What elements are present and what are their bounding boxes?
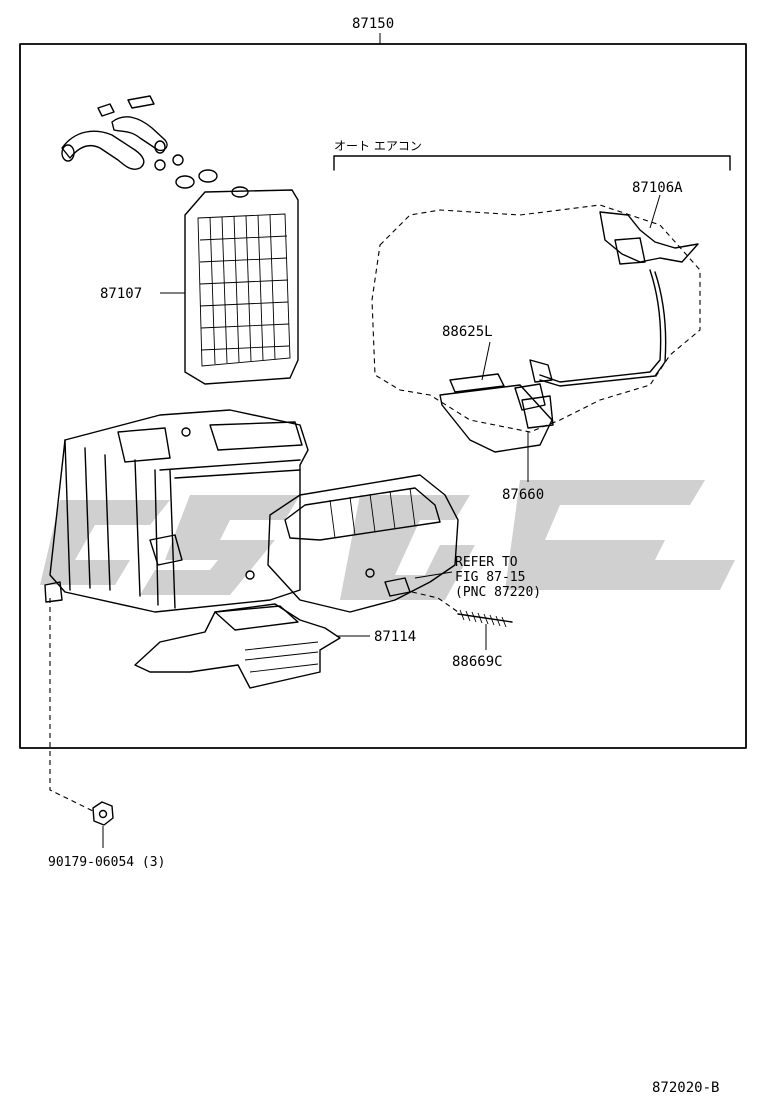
water-valve-part-number: 87660 (502, 487, 544, 503)
blower-housing (267, 474, 459, 613)
wire-harness (529, 211, 699, 387)
auto-ac-bracket (333, 155, 731, 171)
heater-core (184, 186, 299, 385)
nut-leader (49, 598, 96, 813)
wire-harness-leader (649, 194, 661, 229)
assembly-part-number: 87150 (352, 16, 394, 32)
heater-hose-group (61, 95, 218, 189)
refer-note-line2: FIG 87-15 (455, 570, 525, 585)
heater-case (44, 409, 309, 613)
figure-code: 872020-B (652, 1080, 719, 1096)
blower-duct (134, 603, 341, 689)
refer-leader (414, 571, 453, 579)
refer-note-line1: REFER TO (455, 555, 518, 570)
refer-note-line3: (PNC 87220) (455, 585, 541, 600)
servo-motor-part-number: 88625L (442, 324, 493, 340)
nut-part-number: 90179-06054 (3) (48, 855, 165, 870)
auto-ac-label: オート エアコン (334, 139, 422, 153)
assembly-frame (19, 43, 747, 749)
servo-motor-leader (481, 341, 491, 381)
blower-duct-part-number: 87114 (374, 629, 416, 645)
spring-part-number: 88669C (452, 654, 503, 670)
servo-motor (439, 373, 554, 453)
spring (411, 591, 513, 628)
heater-core-part-number: 87107 (100, 286, 142, 302)
auto-ac-unit-outline (371, 204, 701, 433)
wire-harness-part-number: 87106A (632, 180, 683, 196)
nut (92, 801, 114, 826)
